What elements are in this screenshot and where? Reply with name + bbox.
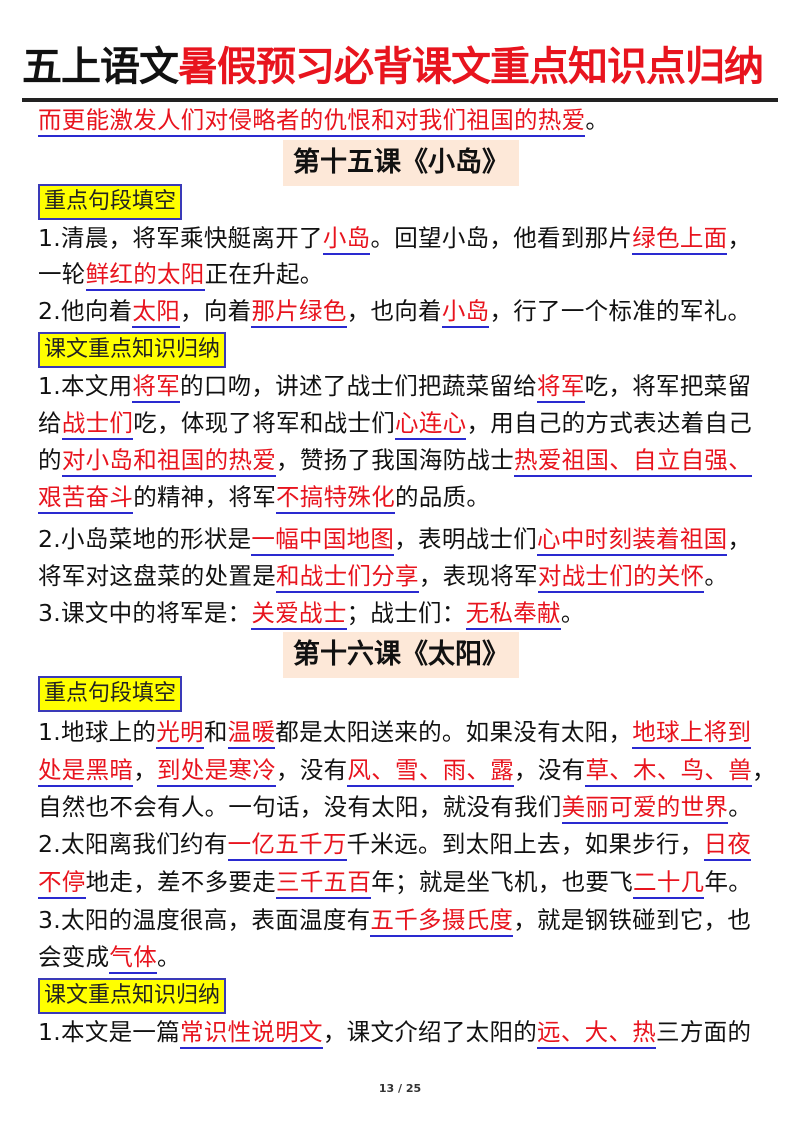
lesson-15-title: 第十五课《小岛》 xyxy=(283,140,519,186)
header-title-black: 五上语文 xyxy=(22,44,179,90)
l16-fill-line-4: 2.太阳离我们约有一亿五千万千米远。到太阳上去，如果步行，日夜 xyxy=(38,826,752,862)
l15-know-line-2: 给战士们吃，体现了将军和战士们心连心，用自己的方式表达着自己 xyxy=(38,405,752,441)
l16-fill-line-2: 处是黑暗，到处是寒冷，没有风、雪、雨、露，没有草、木、鸟、兽， xyxy=(38,752,776,788)
page-header: 五上语文暑假预习必背课文重点知识点归纳 xyxy=(22,36,778,102)
l15-know-line-5: 2.小岛菜地的形状是一幅中国地图，表明战士们心中时刻装着祖国， xyxy=(38,521,751,557)
l15-know-line-4: 艰苦奋斗的精神，将军不搞特殊化的品质。 xyxy=(38,479,490,515)
l16-fill-line-3: 自然也不会有人。一句话，没有太阳，就没有我们美丽可爱的世界。 xyxy=(38,789,752,825)
l16-fill-line-5: 不停地走，差不多要走三千五百年；就是坐飞机，也要飞二十几年。 xyxy=(38,864,752,900)
l16-know-line-1: 1.本文是一篇常识性说明文，课文介绍了太阳的远、大、热三方面的 xyxy=(38,1014,751,1050)
lesson-15-fill-tag: 重点句段填空 xyxy=(38,184,183,220)
l16-fill-line-1: 1.地球上的光明和温暖都是太阳送来的。如果没有太阳，地球上将到 xyxy=(38,714,752,750)
l15-know-line-1: 1.本文用将军的口吻，讲述了战士们把蔬菜留给将军吃，将军把菜留 xyxy=(38,368,751,404)
l16-fill-line-7: 会变成气体。 xyxy=(38,939,181,975)
l15-fill-line-1: 1.清晨，将军乘快艇离开了小岛。回望小岛，他看到那片绿色上面， xyxy=(38,220,751,256)
l15-fill-line-2: 一轮鲜红的太阳正在升起。 xyxy=(38,256,324,292)
lesson-16-knowledge-tag: 课文重点知识归纳 xyxy=(38,978,227,1014)
l15-know-line-7: 3.课文中的将军是：关爱战士；战士们：无私奉献。 xyxy=(38,595,585,631)
l15-know-line-6: 将军对这盘菜的处置是和战士们分享，表现将军对战士们的关怀。 xyxy=(38,558,728,594)
lesson-16-fill-tag: 重点句段填空 xyxy=(38,676,183,712)
header-title-red: 暑假预习必背课文重点知识点归纳 xyxy=(178,44,764,90)
l15-know-line-3: 的对小岛和祖国的热爱，赞扬了我国海防战士热爱祖国、自立自强、 xyxy=(38,442,753,478)
intro-keyword: 而更能激发人们对侵略者的仇恨和对我们祖国的热爱 xyxy=(38,106,586,137)
intro-line: 而更能激发人们对侵略者的仇恨和对我们祖国的热爱。 xyxy=(38,102,609,138)
l15-fill-line-3: 2.他向着太阳，向着那片绿色，也向着小岛，行了一个标准的军礼。 xyxy=(38,293,751,329)
lesson-15-knowledge-tag: 课文重点知识归纳 xyxy=(38,332,227,368)
lesson-16-title: 第十六课《太阳》 xyxy=(283,632,519,678)
page-number: 13 / 25 xyxy=(378,1082,422,1095)
l16-fill-line-6: 3.太阳的温度很高，表面温度有五千多摄氏度，就是钢铁碰到它，也 xyxy=(38,902,751,938)
